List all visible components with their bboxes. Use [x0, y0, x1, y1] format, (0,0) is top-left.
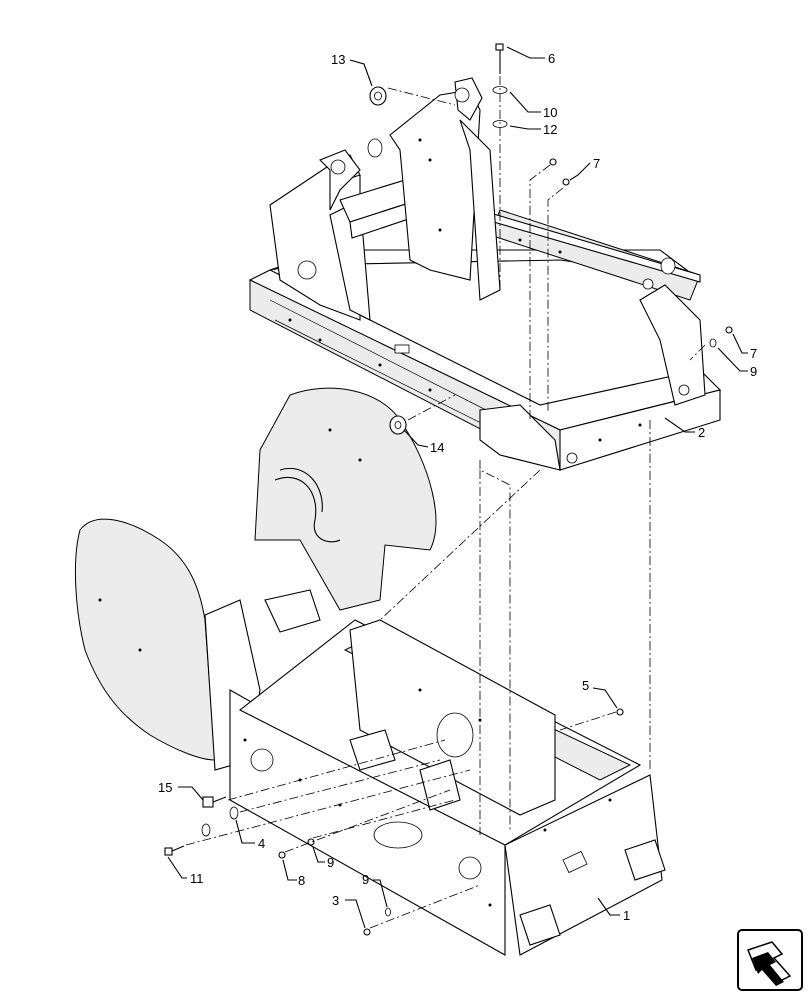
callout-1: 1 [623, 908, 630, 923]
bolt-6 [495, 43, 504, 74]
bushing-13 [369, 86, 387, 106]
chassis-holes [98, 428, 612, 907]
callout-9-bottom: 9 [362, 872, 369, 887]
callout-11: 11 [190, 871, 204, 886]
callout-8: 8 [298, 873, 305, 888]
upper-frame-assembly [248, 77, 722, 471]
callout-6: 6 [548, 51, 555, 66]
callout-13: 13 [331, 52, 345, 67]
washer-14 [389, 415, 407, 435]
callout-9-right: 9 [750, 364, 757, 379]
callout-9-lower: 9 [327, 855, 334, 870]
callout-7-right: 7 [750, 346, 757, 361]
bolt-11 [164, 845, 185, 856]
callout-2: 2 [698, 425, 705, 440]
next-page-arrow-icon[interactable] [737, 929, 803, 991]
callout-7-upper: 7 [593, 156, 600, 171]
bolt-15 [202, 796, 227, 808]
callout-5: 5 [582, 678, 589, 693]
callout-10: 10 [543, 105, 557, 120]
callout-15: 15 [158, 780, 172, 795]
callout-labels: 13 6 10 12 7 7 9 2 14 5 15 4 11 8 9 3 9 … [158, 51, 757, 923]
callout-14: 14 [430, 440, 444, 455]
alignment-lines [185, 76, 706, 929]
callout-4: 4 [258, 836, 265, 851]
callout-3: 3 [332, 893, 339, 908]
main-chassis-assembly [74, 387, 666, 956]
callout-leaders [167, 46, 748, 929]
callout-12: 12 [543, 122, 557, 137]
frame-holes [288, 138, 642, 442]
